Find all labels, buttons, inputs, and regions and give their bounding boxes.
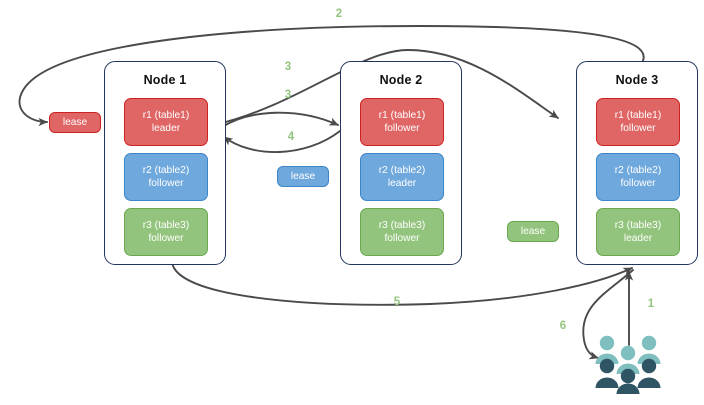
node-box-node1[interactable]: Node 1 r1 (table1) leader r2 (table2) fo… bbox=[104, 61, 226, 265]
node-title: Node 3 bbox=[615, 73, 659, 87]
replica-node2-r1[interactable]: r1 (table1) follower bbox=[360, 98, 444, 146]
step-label-5: 5 bbox=[393, 296, 401, 308]
replica-role: follower bbox=[384, 233, 420, 244]
replica-role: leader bbox=[623, 233, 653, 244]
step-label-2: 2 bbox=[335, 8, 343, 20]
replica-node1-r2[interactable]: r2 (table2) follower bbox=[124, 153, 208, 201]
replica-role: leader bbox=[151, 123, 181, 134]
replica-node2-r3[interactable]: r3 (table3) follower bbox=[360, 208, 444, 256]
node-title: Node 2 bbox=[379, 73, 423, 87]
users-group-icon bbox=[595, 335, 661, 394]
lease-label: lease bbox=[290, 171, 316, 182]
node-box-node3[interactable]: Node 3 r1 (table1) follower r2 (table2) … bbox=[576, 61, 698, 265]
replica-role: leader bbox=[387, 178, 417, 189]
replica-node2-r2[interactable]: r2 (table2) leader bbox=[360, 153, 444, 201]
replica-name: r2 (table2) bbox=[142, 165, 190, 176]
replica-node3-r3[interactable]: r3 (table3) leader bbox=[596, 208, 680, 256]
step-label-3-lower: 3 bbox=[284, 89, 292, 101]
replica-node1-r1[interactable]: r1 (table1) leader bbox=[124, 98, 208, 146]
lease-chip-r2[interactable]: lease bbox=[277, 166, 329, 187]
replica-node1-r3[interactable]: r3 (table3) follower bbox=[124, 208, 208, 256]
replica-name: r1 (table1) bbox=[142, 110, 190, 121]
replica-name: r1 (table1) bbox=[614, 110, 662, 121]
step-label-1: 1 bbox=[647, 298, 655, 310]
lease-label: lease bbox=[62, 117, 88, 128]
replica-role: follower bbox=[148, 178, 184, 189]
replica-name: r1 (table1) bbox=[378, 110, 426, 121]
lease-label: lease bbox=[520, 226, 546, 237]
replica-name: r2 (table2) bbox=[614, 165, 662, 176]
step-label-4: 4 bbox=[287, 131, 295, 143]
replica-role: follower bbox=[384, 123, 420, 134]
replica-role: follower bbox=[620, 123, 656, 134]
node-box-node2[interactable]: Node 2 r1 (table1) follower r2 (table2) … bbox=[340, 61, 462, 265]
lease-chip-r3[interactable]: lease bbox=[507, 221, 559, 242]
replica-node3-r1[interactable]: r1 (table1) follower bbox=[596, 98, 680, 146]
replica-name: r3 (table3) bbox=[378, 220, 426, 231]
replica-name: r3 (table3) bbox=[142, 220, 190, 231]
node-title: Node 1 bbox=[143, 73, 187, 87]
lease-chip-r1[interactable]: lease bbox=[49, 112, 101, 133]
replica-role: follower bbox=[620, 178, 656, 189]
replica-role: follower bbox=[148, 233, 184, 244]
edge-step-3-lower bbox=[218, 111, 339, 130]
step-label-3-upper: 3 bbox=[284, 61, 292, 73]
replica-name: r2 (table2) bbox=[378, 165, 426, 176]
replica-node3-r2[interactable]: r2 (table2) follower bbox=[596, 153, 680, 201]
step-label-6: 6 bbox=[559, 320, 567, 332]
replica-name: r3 (table3) bbox=[614, 220, 662, 231]
